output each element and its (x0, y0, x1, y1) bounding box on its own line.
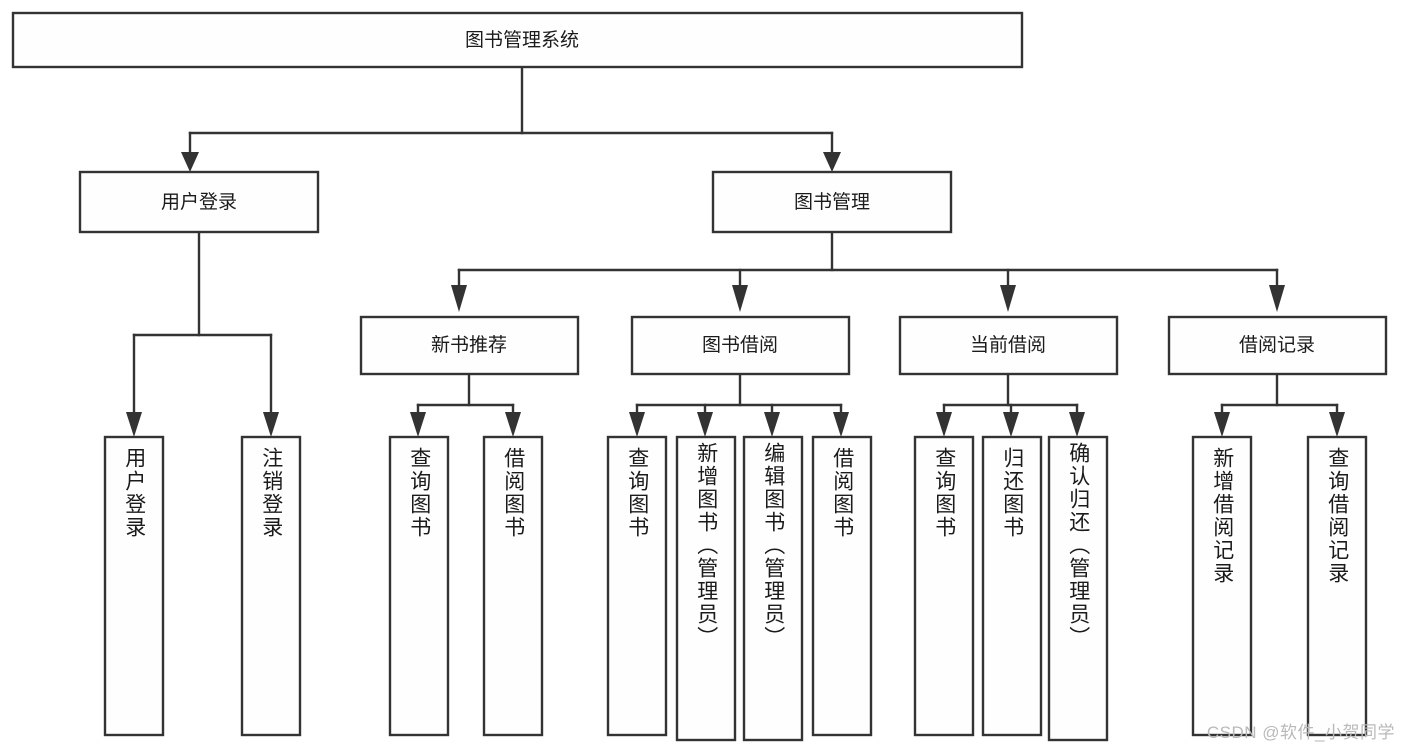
node-root-label: 图书管理系统 (465, 29, 579, 51)
node-leaf-user-login-1[interactable] (103, 435, 165, 737)
node-user-login-label: 用户登录 (161, 191, 237, 213)
node-leaf-current-borrow-3[interactable] (1047, 435, 1109, 742)
node-new-book-recommend-label: 新书推荐 (431, 334, 507, 356)
node-book-borrow-label: 图书借阅 (702, 334, 778, 356)
arrow-new-book-leaf-1 (410, 412, 426, 437)
arrow-book-mgmt-child-3 (1000, 285, 1016, 312)
node-leaf-new-book-1[interactable] (388, 435, 450, 737)
node-leaf-user-login-2[interactable] (240, 435, 302, 737)
node-leaf-current-borrow-1[interactable] (913, 435, 975, 737)
arrow-user-login-leaf-1 (126, 412, 142, 437)
arrow-book-borrow-leaf-4 (833, 412, 849, 437)
node-root-book-management-system[interactable] (11, 11, 1024, 69)
arrow-root-to-book-mgmt (823, 152, 841, 172)
node-current-borrow-label: 当前借阅 (970, 334, 1046, 356)
node-borrow-record-label: 借阅记录 (1239, 334, 1315, 356)
arrow-borrow-record-leaf-2 (1329, 412, 1345, 437)
node-leaf-borrow-record-1[interactable] (1191, 435, 1253, 737)
connector-group-book-mgmt (451, 230, 1285, 312)
node-new-book-recommend[interactable] (359, 315, 580, 376)
arrow-book-mgmt-child-4 (1269, 285, 1285, 312)
node-leaf-new-book-2[interactable] (482, 435, 544, 737)
arrow-current-borrow-leaf-3 (1069, 412, 1085, 437)
arrow-new-book-leaf-2 (505, 412, 521, 437)
connector-group-current-borrow (936, 372, 1085, 437)
connector-group-book-borrow (629, 372, 849, 437)
node-user-login[interactable] (78, 170, 320, 234)
arrow-book-borrow-leaf-3 (764, 412, 780, 437)
node-leaf-book-borrow-1[interactable] (606, 435, 668, 737)
connector-group-user-login (126, 230, 279, 437)
node-book-management-label: 图书管理 (794, 191, 870, 213)
connector-group-new-book (410, 372, 521, 437)
arrow-book-mgmt-child-2 (732, 285, 748, 312)
node-book-borrow[interactable] (630, 315, 851, 376)
connector-group-root (181, 65, 841, 172)
arrow-book-borrow-leaf-1 (629, 412, 645, 437)
node-leaf-borrow-record-2[interactable] (1306, 435, 1368, 737)
node-leaf-book-borrow-3[interactable] (742, 435, 804, 742)
arrow-current-borrow-leaf-2 (1003, 412, 1019, 437)
arrow-borrow-record-leaf-1 (1214, 412, 1230, 437)
node-leaf-book-borrow-4[interactable] (811, 435, 873, 737)
node-borrow-record[interactable] (1167, 315, 1388, 376)
arrow-current-borrow-leaf-1 (936, 412, 952, 437)
arrow-book-mgmt-child-1 (451, 285, 467, 312)
arrow-user-login-leaf-2 (263, 412, 279, 437)
node-leaf-current-borrow-2[interactable] (981, 435, 1043, 737)
arrow-book-borrow-leaf-2 (697, 412, 713, 437)
connector-group-borrow-record (1214, 372, 1345, 437)
node-book-management[interactable] (711, 170, 953, 234)
node-leaf-book-borrow-2[interactable] (675, 435, 737, 742)
node-current-borrow[interactable] (898, 315, 1119, 376)
arrow-root-to-user-login (181, 152, 199, 172)
